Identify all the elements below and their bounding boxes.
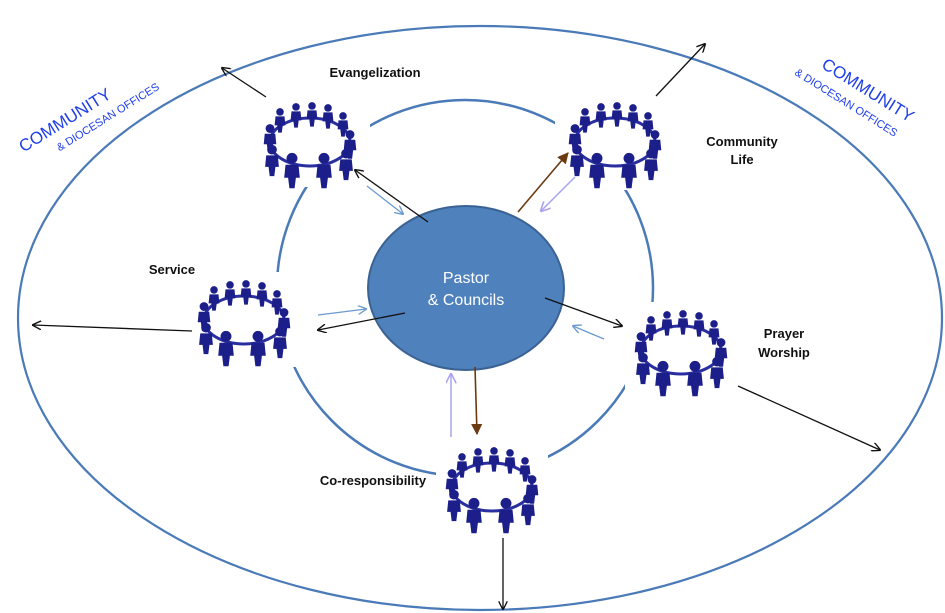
center-label-councils: & Councils <box>428 292 504 309</box>
group-community-life-figures <box>555 90 675 190</box>
arrow-center-to-evangelization <box>355 170 429 223</box>
arrow-center-to-community-life <box>517 152 569 213</box>
community-label-right: COMMUNITY & DIOCESAN OFFICES <box>792 55 917 140</box>
group-prayer-worship-figures <box>625 302 737 397</box>
label-service: Service <box>149 262 195 277</box>
label-prayer: Prayer <box>764 326 804 341</box>
arrow-prayer-to-center <box>573 326 605 340</box>
arrow-center-to-coresponsibility <box>471 366 483 436</box>
group-coresponsibility-figures <box>436 436 548 536</box>
arrow-service-to-center <box>317 309 366 316</box>
arrow-evangelization-to-center <box>366 185 403 214</box>
label-worship: Worship <box>758 345 810 360</box>
label-community-life-2: Life <box>730 152 753 167</box>
center-label-pastor: Pastor <box>443 270 490 287</box>
arrow-service-to-community <box>33 325 193 332</box>
arrow-center-to-service <box>318 312 406 330</box>
arrow-prayer-to-community <box>737 385 880 450</box>
pastor-councils-center <box>367 205 565 371</box>
community-outer-ring <box>16 24 944 612</box>
arrow-community-life-to-center <box>541 176 576 211</box>
label-evangelization: Evangelization <box>329 65 420 80</box>
community-label-left: COMMUNITY & DIOCESAN OFFICES <box>16 81 162 156</box>
label-community-life-1: Community <box>706 134 778 149</box>
arrow-center-to-prayer <box>544 297 622 326</box>
group-service-figures <box>188 272 300 367</box>
group-evangelization-figures <box>250 92 370 188</box>
arrow-community-life-to-community <box>655 44 705 97</box>
label-coresponsibility: Co-responsibility <box>320 473 427 488</box>
arrow-evangelization-to-community <box>222 68 267 98</box>
